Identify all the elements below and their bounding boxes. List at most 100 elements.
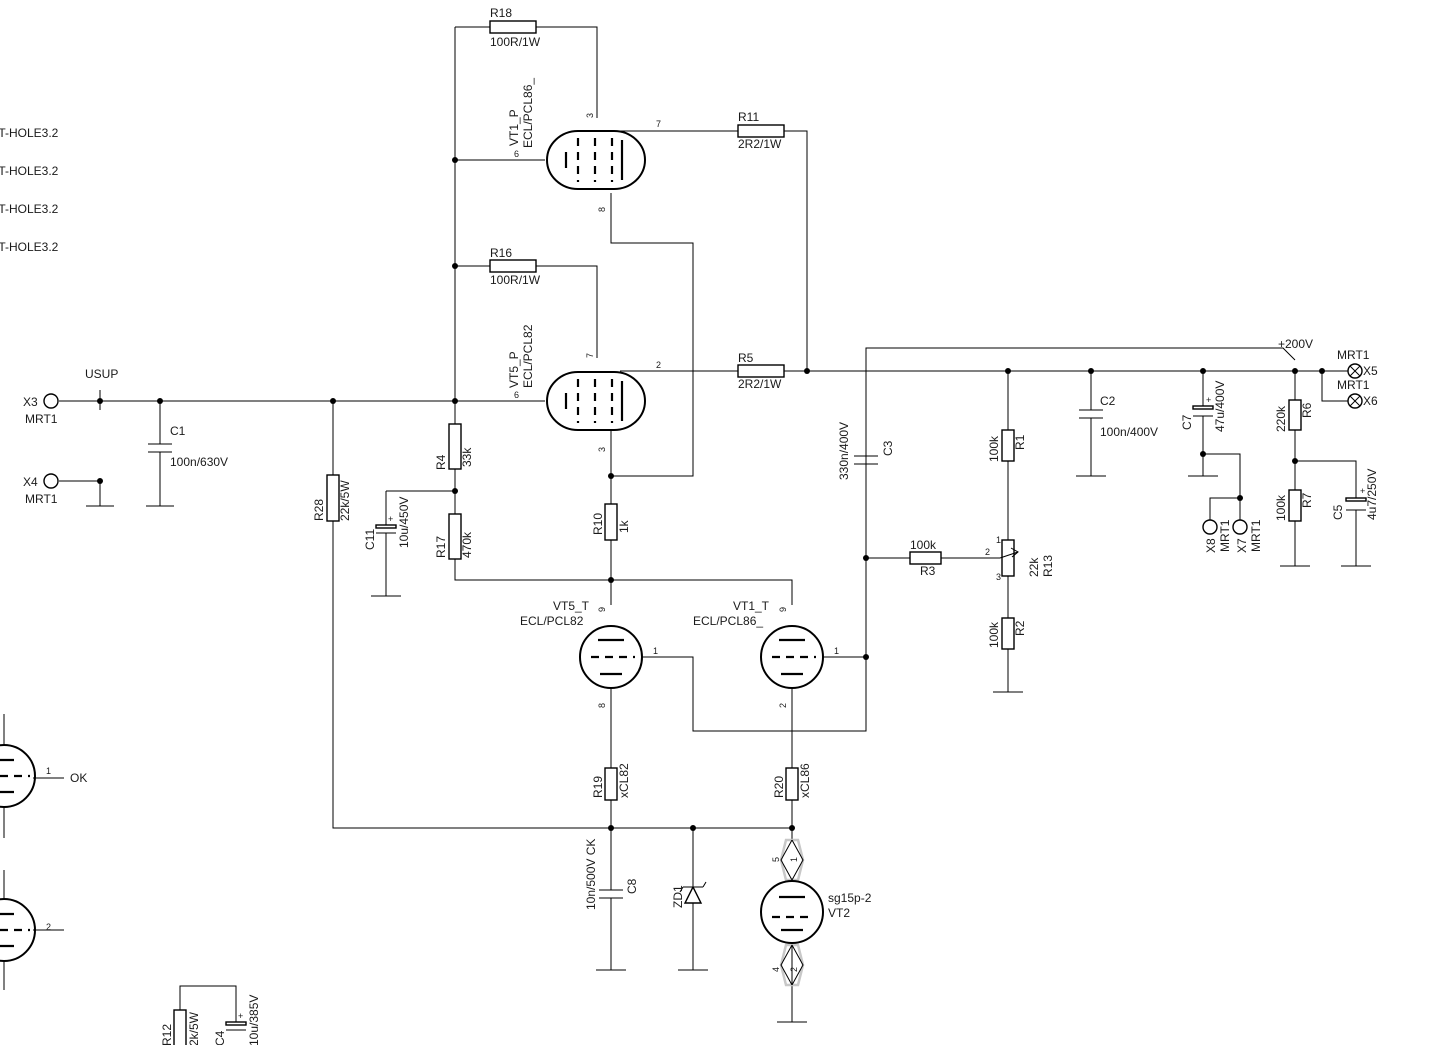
r13-pin2: 2 (985, 547, 990, 557)
r19-value: xCL82 (617, 763, 631, 798)
c11-label: C11 (363, 529, 377, 550)
c11-plus: + (388, 514, 393, 524)
x8-part: MRT1 (1218, 519, 1232, 552)
r28-label: R28 (312, 499, 326, 521)
mounting-hole-label: IT-HOLE3.2 (0, 164, 59, 178)
r13-pin3: 3 (996, 572, 1001, 582)
r6-value: 220k (1274, 405, 1288, 432)
left-tube-pin1: 1 (46, 766, 51, 776)
resistor-r16 (489, 259, 537, 273)
x4-part: MRT1 (25, 492, 58, 506)
r1-value: 100k (987, 435, 1001, 462)
connector-x4[interactable] (43, 473, 59, 489)
c7-label: C7 (1180, 414, 1194, 430)
vt5p-pin3: 3 (597, 447, 607, 452)
capacitor-c2 (1079, 409, 1103, 419)
vt2-pin1: 1 (789, 857, 799, 862)
c1-value: 100n/630V (170, 455, 228, 469)
c11-value: 10u/450V (397, 497, 411, 548)
r13-pin1: 1 (996, 535, 1001, 545)
resistor-r11 (737, 124, 785, 138)
c1-label: C1 (170, 424, 186, 438)
x4-name: X4 (23, 475, 38, 489)
b-plus-net-label: +200V (1278, 337, 1313, 351)
x3-part: MRT1 (25, 412, 58, 426)
r10-label: R10 (591, 513, 605, 535)
vt5t-pin9: 9 (597, 607, 607, 612)
x7-name: X7 (1235, 538, 1249, 553)
x5-name: X5 (1363, 364, 1378, 378)
resistor-r4 (448, 423, 462, 470)
r13-value: 22k (1027, 557, 1041, 577)
vt1p-pin6: 6 (514, 149, 519, 159)
resistor-r18 (489, 20, 537, 34)
resistor-r28 (326, 474, 340, 522)
vt2-type: sg15p-2 (828, 891, 872, 905)
r4-value: 33k (460, 447, 474, 467)
r2-value: 100k (987, 621, 1001, 648)
r19-label: R19 (591, 776, 605, 798)
resistor-r17 (448, 513, 462, 560)
resistor-r3 (909, 551, 942, 565)
zd1-label: ZD1 (671, 885, 685, 908)
vt5p-pin6: 6 (514, 390, 519, 400)
c8-label: C8 (625, 878, 639, 894)
c7-plus: + (1206, 395, 1211, 405)
resistor-r5 (737, 364, 785, 378)
resistor-r10 (604, 503, 618, 541)
vt1p-pin7: 7 (656, 119, 661, 129)
r11-value: 2R2/1W (738, 137, 782, 151)
resistor-r20 (785, 767, 799, 801)
r17-label: R17 (434, 536, 448, 558)
connector-x3[interactable] (43, 393, 59, 409)
vt1p-type: ECL/PCL86_ (521, 78, 535, 148)
resistor-r19 (604, 767, 618, 801)
vt1t-type: ECL/PCL86_ (693, 614, 763, 628)
r20-value: xCL86 (798, 763, 812, 798)
c4-value: 10u/385V (247, 995, 261, 1045)
c8-value: 10n/500V CK (584, 839, 598, 910)
vt5p-pin7: 7 (585, 353, 595, 358)
x3-name: X3 (23, 395, 38, 409)
tube-vt2 (760, 838, 824, 987)
r13-label: R13 (1041, 555, 1055, 577)
capacitor-c11 (375, 524, 397, 534)
connector-x6[interactable] (1347, 393, 1363, 409)
resistor-r1 (1001, 429, 1015, 462)
r16-label: R16 (490, 246, 512, 260)
tube-vt1-p (546, 130, 646, 190)
vt5t-name: VT5_T (553, 599, 590, 613)
tube-partial-bottom (0, 870, 36, 990)
wires (33, 26, 1371, 1023)
connector-x5[interactable] (1347, 363, 1363, 379)
x5-part: MRT1 (1337, 348, 1370, 362)
r20-label: R20 (772, 776, 786, 798)
r18-label: R18 (490, 6, 512, 20)
c5-value: 4u7/250V (1365, 469, 1379, 520)
tube-vt5-t (579, 625, 643, 689)
tube-vt5-p (546, 371, 646, 431)
connector-x7[interactable] (1232, 519, 1248, 535)
c4-plus: + (238, 1011, 243, 1021)
vt5t-type: ECL/PCL82 (520, 614, 584, 628)
r5-value: 2R2/1W (738, 377, 782, 391)
c4-label: C4 (213, 1030, 227, 1045)
mounting-hole-label: IT-HOLE3.2 (0, 126, 59, 140)
capacitor-c4 (225, 1021, 247, 1031)
ok-net-label: OK (70, 771, 87, 785)
capacitor-c3 (854, 455, 878, 465)
capacitor-c7 (1192, 405, 1214, 417)
zener-diode-zd1 (679, 881, 707, 904)
r2-label: R2 (1013, 620, 1027, 636)
x6-name: X6 (1363, 394, 1378, 408)
c3-label: C3 (881, 440, 895, 456)
vt1p-pin3: 3 (585, 113, 595, 118)
resistor-r7 (1288, 489, 1302, 522)
r12-value: 2k/5W (187, 1011, 201, 1045)
connector-x8[interactable] (1202, 519, 1218, 535)
c5-label: C5 (1331, 504, 1345, 520)
r10-value: 1k (617, 519, 631, 533)
resistor-r2 (1001, 617, 1015, 650)
vt5p-name: VT5_P (507, 351, 521, 388)
